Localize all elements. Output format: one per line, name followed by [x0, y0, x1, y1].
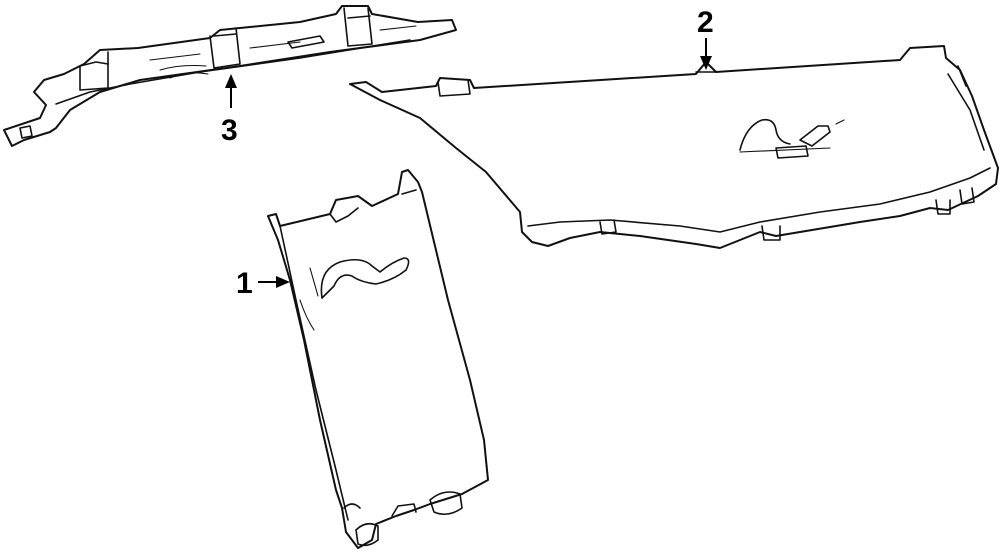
arrowhead-1: [276, 276, 290, 288]
part-3-upper-trim: [3, 5, 457, 147]
arrowhead-2: [700, 56, 712, 70]
callout-3: 3: [221, 74, 238, 147]
callout-1: 1: [236, 267, 290, 300]
callout-label-3: 3: [221, 114, 238, 147]
part-1-pillar-trim: [267, 169, 489, 549]
arrowhead-3: [225, 74, 237, 88]
part-2-quarter-trim-panel: [349, 45, 999, 249]
callout-label-2: 2: [697, 6, 714, 39]
callout-label-1: 1: [236, 267, 253, 300]
callout-2: 2: [697, 6, 714, 70]
